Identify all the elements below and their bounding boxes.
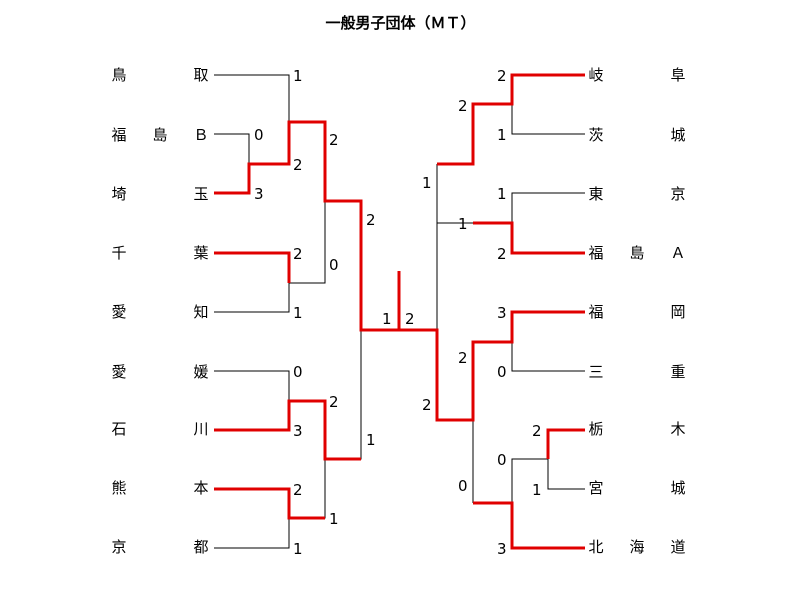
- team-left-7: 石川: [111, 420, 209, 438]
- line-right-r5-out: [511, 458, 548, 503]
- win-right-5: [397, 271, 585, 422]
- score-L8-b: 1: [366, 431, 376, 449]
- win-right-9: [473, 501, 585, 550]
- team-left-4: 千葉: [111, 244, 209, 262]
- team-right-7: 栃木: [588, 420, 686, 438]
- win-right-4: [473, 221, 585, 255]
- win-left-3: [214, 120, 399, 332]
- line-right-3: [511, 192, 585, 223]
- score-L7-b: 1: [329, 510, 339, 528]
- score-R4-b: 0: [497, 363, 507, 381]
- score-R3-a: 2: [458, 97, 468, 115]
- win-left-8: [214, 487, 325, 520]
- score-L4-b: 0: [329, 256, 339, 274]
- win-right-1: [437, 73, 585, 166]
- score-R3-b: 1: [458, 215, 468, 233]
- line-right-2: [511, 104, 585, 135]
- score-R6-a: 0: [497, 451, 507, 469]
- score-R4-a: 3: [497, 304, 507, 322]
- line-left-9: [214, 518, 290, 549]
- score-L5-a: 0: [293, 363, 303, 381]
- score-final-a: 1: [382, 310, 392, 328]
- team-right-8: 宮城: [588, 479, 686, 497]
- win-right-7: [546, 428, 585, 459]
- score-R8-b: 2: [422, 396, 432, 414]
- score-R6-b: 3: [497, 540, 507, 558]
- line-right-r2-out: [436, 164, 473, 224]
- line-right-6: [511, 342, 585, 372]
- team-right-3: 東京: [588, 185, 686, 203]
- score-R2-a: 1: [497, 185, 507, 203]
- line-left-l3-out: [289, 201, 326, 284]
- score-L2-a: 1: [293, 67, 303, 85]
- team-left-1: 鳥取: [111, 66, 209, 84]
- team-right-1: 岐阜: [588, 66, 686, 84]
- score-L6-a: 2: [293, 481, 303, 499]
- score-L1-a: 0: [254, 126, 264, 144]
- line-right-8: [547, 459, 585, 490]
- score-L5-b: 3: [293, 422, 303, 440]
- line-left-1: [214, 74, 290, 122]
- team-right-6: 三重: [588, 363, 686, 381]
- page-title: 一般男子団体（ＭＴ）: [325, 14, 476, 32]
- score-R8-a: 1: [422, 174, 432, 192]
- team-left-5: 愛知: [111, 303, 209, 321]
- score-L3-a: 2: [293, 245, 303, 263]
- line-left-6: [214, 370, 290, 401]
- team-left-6: 愛媛: [111, 363, 209, 381]
- team-right-9: 北海道: [588, 538, 686, 556]
- win-left-4: [214, 251, 291, 283]
- score-R7-b: 0: [458, 477, 468, 495]
- score-R7-a: 2: [458, 349, 468, 367]
- score-L3-b: 1: [293, 304, 303, 322]
- win-left-7: [214, 399, 361, 461]
- score-L4-a: 2: [329, 131, 339, 149]
- score-final-b: 2: [405, 310, 415, 328]
- score-L7-a: 2: [329, 393, 339, 411]
- score-R5-b: 1: [532, 481, 542, 499]
- score-R1-b: 1: [497, 126, 507, 144]
- score-L1-b: 3: [254, 185, 264, 203]
- team-left-8: 熊本: [111, 479, 209, 497]
- team-right-2: 茨城: [588, 126, 686, 144]
- score-R1-a: 2: [497, 67, 507, 85]
- score-R5-a: 2: [532, 422, 542, 440]
- team-right-5: 福岡: [588, 303, 686, 321]
- team-left-3: 埼玉: [111, 185, 209, 203]
- score-L2-b: 2: [293, 156, 303, 174]
- score-L6-b: 1: [293, 540, 303, 558]
- score-R2-b: 2: [497, 245, 507, 263]
- line-left-2: [214, 133, 250, 164]
- line-left-4: [214, 283, 290, 313]
- score-L8-a: 2: [366, 211, 376, 229]
- team-left-9: 京都: [111, 538, 209, 556]
